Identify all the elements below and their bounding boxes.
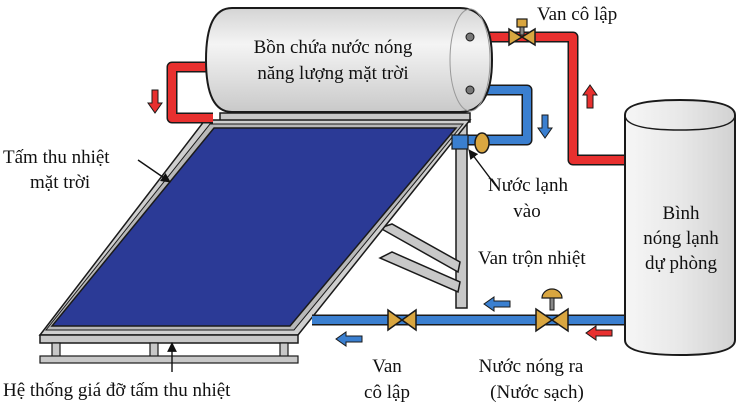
collector-label-line2: mặt trời [30,172,90,193]
hot-pipe-collector-to-tank [166,61,213,124]
backup-label-line1: Bình [663,203,700,224]
valve-top-label: Van cô lập [537,4,617,25]
hot-flow-arrow [147,84,613,341]
cold-in-label-line2: vào [513,201,540,222]
solar-collector [38,119,472,364]
valve-bottom-label-line2: cô lập [364,382,410,403]
tank-label-line2: năng lượng mặt trời [257,63,408,84]
callout-arrow [137,149,497,372]
mixing-valve-label: Van trộn nhiệt [478,248,586,269]
collector-label-line1: Tấm thu nhiệt [3,147,110,168]
cold-in-label-line1: Nước lạnh [488,175,568,196]
support-label: Hệ thống giá đỡ tấm thu nhiệt [3,380,231,401]
hot-out-label-line1: Nước nóng ra [479,356,584,377]
backup-label-line3: dự phòng [645,253,718,274]
backup-water-heater [624,98,736,357]
hot-out-label-line2: (Nước sạch) [490,382,584,403]
valve-bottom-label-line1: Van [372,356,402,377]
cold-flow-arrow [335,114,553,347]
cold-inlet-fitting-icon [451,132,490,154]
mixing-valve-icon [535,288,569,333]
hot-water-tank [204,7,494,113]
tank-label-line1: Bồn chứa nước nóng [254,37,413,58]
valve-icon [508,18,536,47]
valve-icon [387,308,417,332]
backup-label-line2: nóng lạnh [643,228,719,249]
